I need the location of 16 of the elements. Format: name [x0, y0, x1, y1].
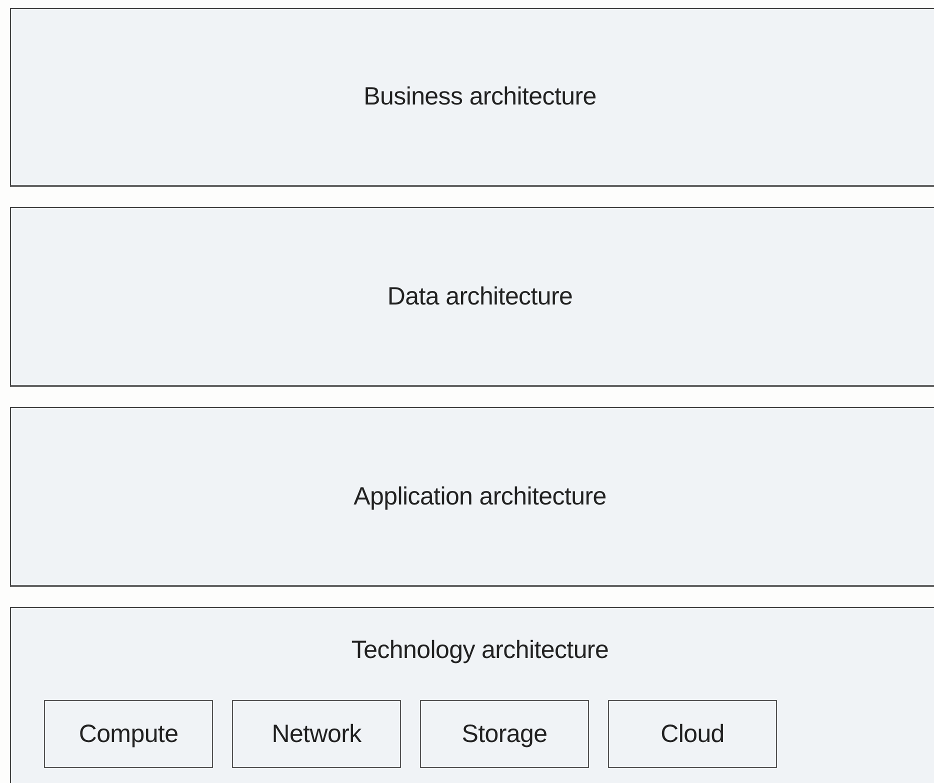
component-label: Compute	[78, 720, 178, 748]
component-label: Storage	[462, 720, 548, 748]
layer-band	[10, 407, 934, 587]
component-box	[608, 700, 777, 768]
component-box	[232, 700, 401, 768]
layer-title: Data architecture	[386, 282, 574, 311]
layer-title: Business architecture	[362, 82, 598, 112]
layer-title: Technology architecture	[350, 636, 610, 665]
component-box	[420, 700, 589, 768]
component-label: Cloud	[660, 720, 724, 748]
layer-band	[10, 607, 934, 783]
component-label: Network	[272, 720, 362, 748]
component-box	[44, 700, 213, 768]
layer-title: Application architecture	[352, 482, 608, 511]
layer-band	[10, 8, 934, 187]
layer-band	[10, 207, 934, 387]
